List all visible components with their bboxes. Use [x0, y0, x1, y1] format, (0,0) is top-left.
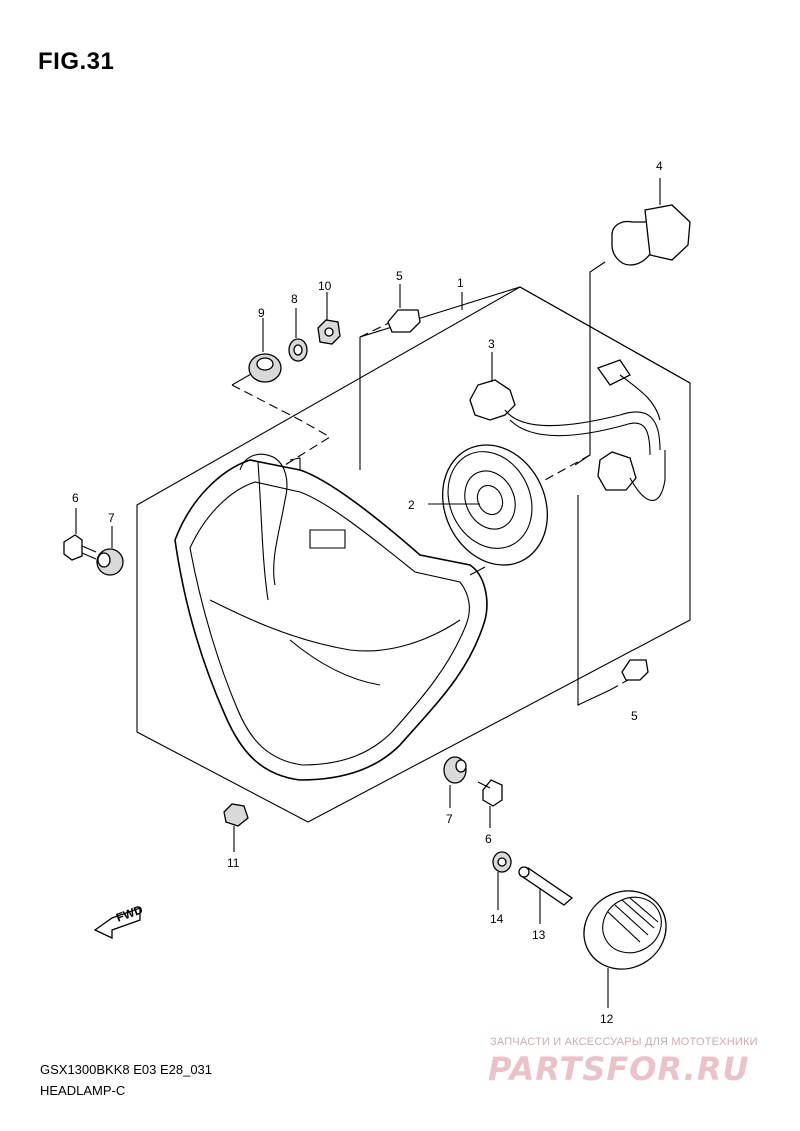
watermark-tagline: ЗАПЧАСТИ И АКСЕССУАРЫ ДЛЯ МОТОТЕХНИКИ: [490, 1036, 758, 1048]
callout-5-bottom: 5: [631, 709, 638, 723]
nut-11: [223, 803, 249, 827]
section-name: HEADLAMP-C: [40, 1083, 126, 1098]
headlight-bulb: [611, 178, 691, 266]
callout-6-right: 6: [485, 832, 492, 846]
fwd-arrow-icon: FWD: [93, 902, 145, 940]
reflector-12: [583, 890, 667, 970]
callout-13: 13: [532, 928, 546, 942]
grommet-7-right: [443, 756, 467, 784]
callout-8: 8: [291, 292, 298, 306]
callout-14: 14: [490, 912, 504, 926]
callout-12: 12: [600, 1012, 614, 1026]
callout-7-right: 7: [446, 812, 453, 826]
nut-10: [317, 319, 341, 345]
watermark-logo: PARTSFOR.RU: [488, 1050, 750, 1088]
figure-title: FIG.31: [38, 48, 115, 75]
bulb-leader-dash: [544, 454, 591, 481]
bulb-leader-box: [574, 261, 606, 466]
callout-10: 10: [318, 279, 332, 293]
grommet-7-left: [96, 548, 124, 576]
callout-11: 11: [227, 856, 240, 870]
callout-1: 1: [457, 276, 464, 290]
reflector-cap: [442, 444, 548, 566]
position-bulb-top: [387, 309, 421, 333]
model-code: GSX1300BKK8 E03 E28_031: [40, 1062, 213, 1077]
position-bulb-lower-box: [577, 495, 611, 706]
position-bulb-lower-dash: [609, 679, 629, 691]
grommet-leader-dash: [231, 384, 332, 466]
collar-13: [518, 866, 574, 906]
callout-7-left: 7: [108, 511, 115, 525]
assembly-frame-inner-edge: [359, 286, 691, 384]
position-bulb-bottom: [621, 659, 649, 681]
headlamp-housing: [174, 453, 488, 781]
callout-6-left: 6: [72, 491, 79, 505]
callout-9: 9: [258, 306, 265, 320]
callout-4: 4: [656, 159, 663, 173]
callout-2: 2: [408, 498, 415, 512]
bolt-6-right: [477, 779, 503, 807]
socket-harness: [469, 359, 666, 501]
grommet-9: [248, 353, 282, 383]
washer-8: [288, 338, 308, 362]
callout-3: 3: [488, 337, 495, 351]
washer-14: [492, 851, 512, 873]
callout-5-top: 5: [396, 269, 403, 283]
bolt-6-left: [63, 534, 97, 561]
